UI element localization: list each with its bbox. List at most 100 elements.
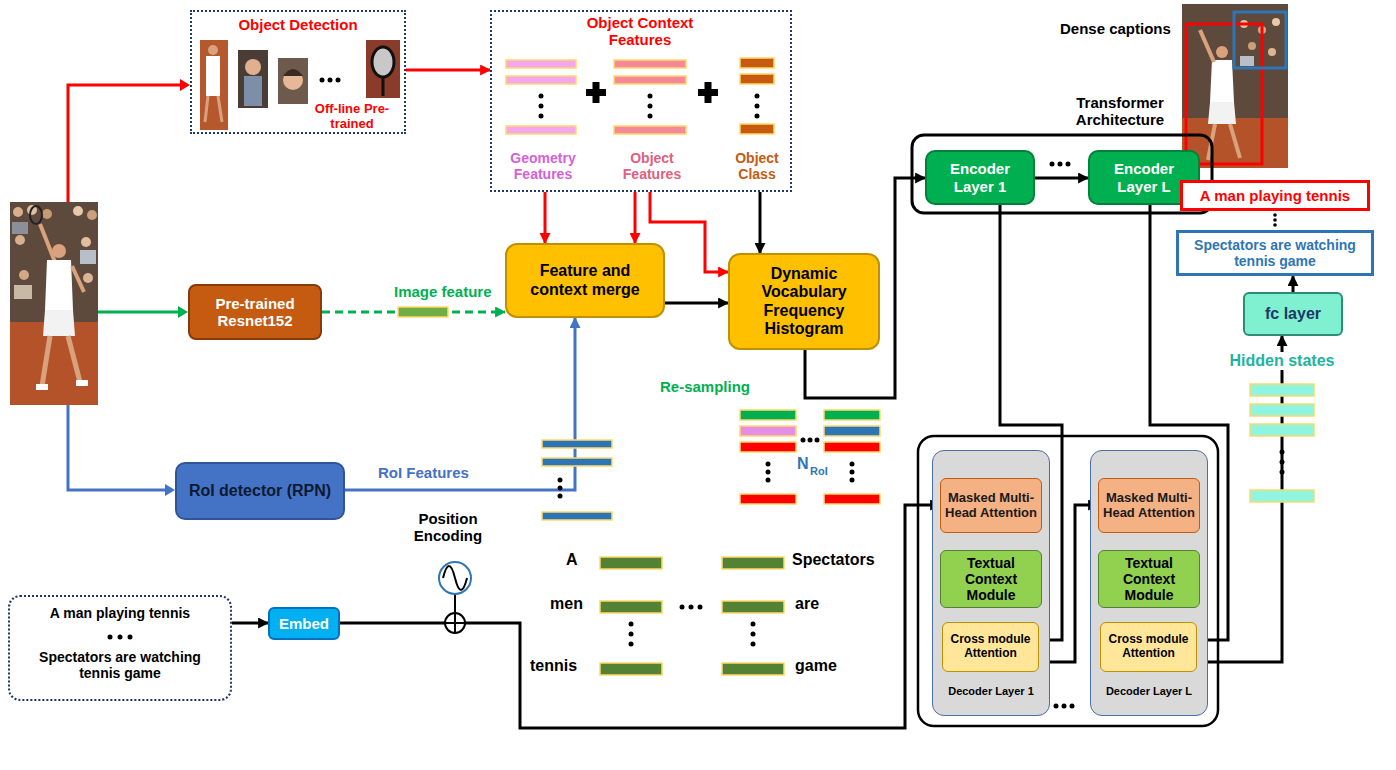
decoder-layer: Decoder Layer LMasked Multi-Head Attenti…: [1090, 450, 1208, 716]
node-illustration: [328, 78, 333, 83]
node-illustration: [539, 104, 544, 109]
word-embedding-stack: [629, 622, 634, 627]
input-wires: [180, 79, 190, 91]
node-illustration: [200, 40, 228, 130]
word-embedding-stack: [751, 632, 756, 637]
fc-box: fc layer: [1243, 292, 1343, 336]
connector-arrow: [634, 192, 637, 243]
node-illustration: [506, 58, 774, 134]
word-embedding-stack: [600, 557, 662, 569]
connector-arrow: [232, 622, 268, 625]
node-illustration: [648, 104, 653, 109]
input-photo: [36, 384, 48, 390]
resampled-stack: [850, 478, 855, 483]
node-title: A man playing tennis: [1187, 187, 1363, 204]
word-token: A: [566, 551, 578, 569]
node-illustration: [208, 45, 218, 55]
attention-box: Masked Multi-Head Attention: [1098, 478, 1200, 533]
connector-arrow: [665, 302, 728, 305]
input-photo: [19, 270, 29, 280]
node-illustration: [539, 82, 760, 119]
word-embedding-stack: [689, 605, 694, 610]
input-photo: [87, 210, 97, 220]
position-encoding-symbol: [443, 566, 467, 590]
input-photo: [12, 222, 28, 234]
hidden-state-stack: [1250, 384, 1314, 502]
word-embedding-stack: [722, 557, 784, 569]
node-title: fc layer: [1249, 305, 1337, 323]
hidden-state-stack: [1280, 460, 1285, 465]
output-photo: [1248, 42, 1256, 50]
word-token: game: [795, 657, 837, 675]
group-outline: [912, 135, 1218, 726]
word-token: tennis: [530, 657, 577, 675]
input-photo: [40, 224, 55, 262]
input-photo: [76, 380, 88, 386]
node-illustration: [245, 59, 261, 75]
feature-bar: [398, 307, 448, 317]
node-illustration: [128, 635, 133, 640]
output-photo: [1240, 56, 1254, 66]
resampled-stack: [815, 438, 820, 443]
resampled-stack: [824, 410, 880, 420]
attention-box: Masked Multi-Head Attention: [940, 478, 1042, 533]
resampled-stack: [850, 470, 855, 475]
word-embedding-stack: [600, 601, 662, 613]
node-illustration: [320, 78, 325, 83]
node-illustration: [539, 114, 544, 119]
connector-arrow: [1292, 276, 1295, 292]
input-photo: [30, 206, 42, 224]
node-title: Textual Context Module: [945, 555, 1037, 603]
node-illustration: [755, 94, 760, 99]
node-title: Encoder Layer L: [1094, 160, 1194, 195]
node-illustration: [740, 74, 774, 84]
node-illustration: [614, 76, 686, 84]
position-encoding-symbol: [454, 594, 456, 613]
hidden-state-stack: [1280, 470, 1285, 475]
node-illustration: [593, 82, 600, 103]
node-illustration: [238, 50, 268, 108]
detection-panel: Object DetectionOff-line Pre-trained: [190, 10, 406, 134]
connector-arrow: [1035, 177, 1088, 180]
caption-heading: Dense captions: [1060, 20, 1171, 37]
resampled-stack: [808, 438, 813, 443]
connector-arrow: [406, 69, 490, 72]
roi-feature-stack: [558, 494, 563, 499]
hidden-state-stack: [1250, 384, 1314, 396]
node-title: RoI detector (RPN): [181, 482, 339, 500]
node-illustration: [205, 96, 222, 122]
annotation-text: Position Encoding: [398, 510, 498, 545]
ellipsis-dots: [1054, 704, 1059, 709]
input-photo: [72, 266, 84, 292]
node-illustration: [705, 82, 712, 103]
connector-arrow: [759, 192, 762, 253]
ellipsis-dots: [1062, 704, 1067, 709]
position-encoding-symbol: [445, 613, 465, 633]
ellipsis-dots: [1273, 218, 1277, 222]
output-photo: [1200, 30, 1214, 62]
node-title: Decoder Layer 1: [933, 685, 1049, 698]
input-photo: [52, 244, 66, 258]
hidden-state-stack: [1280, 450, 1285, 455]
resampled-stack: [824, 494, 880, 504]
connector-arrow: [345, 318, 575, 490]
word-embedding-stack: [722, 601, 784, 613]
ellipsis-dots: [1058, 162, 1063, 167]
ellipsis-dots: [1273, 213, 1277, 217]
resampled-stack: [766, 478, 771, 483]
caption-box: A man playing tennis: [1180, 180, 1370, 211]
input-photo: [13, 207, 23, 217]
roi-feature-stack: [558, 486, 563, 491]
group-outline: [912, 135, 1212, 213]
ellipsis-dots: [1273, 223, 1277, 227]
resampled-stack: [740, 426, 796, 436]
node-title: Dynamic Vocabulary Frequency Histogram: [734, 265, 874, 339]
input-photo: [10, 202, 98, 405]
input-photo: [83, 273, 93, 283]
hidden-state-stack: [1250, 424, 1314, 436]
connector-arrow: [340, 505, 940, 728]
word-embedding-stack: [698, 605, 703, 610]
group-outline: [918, 436, 1218, 726]
input-photo: [42, 336, 50, 386]
